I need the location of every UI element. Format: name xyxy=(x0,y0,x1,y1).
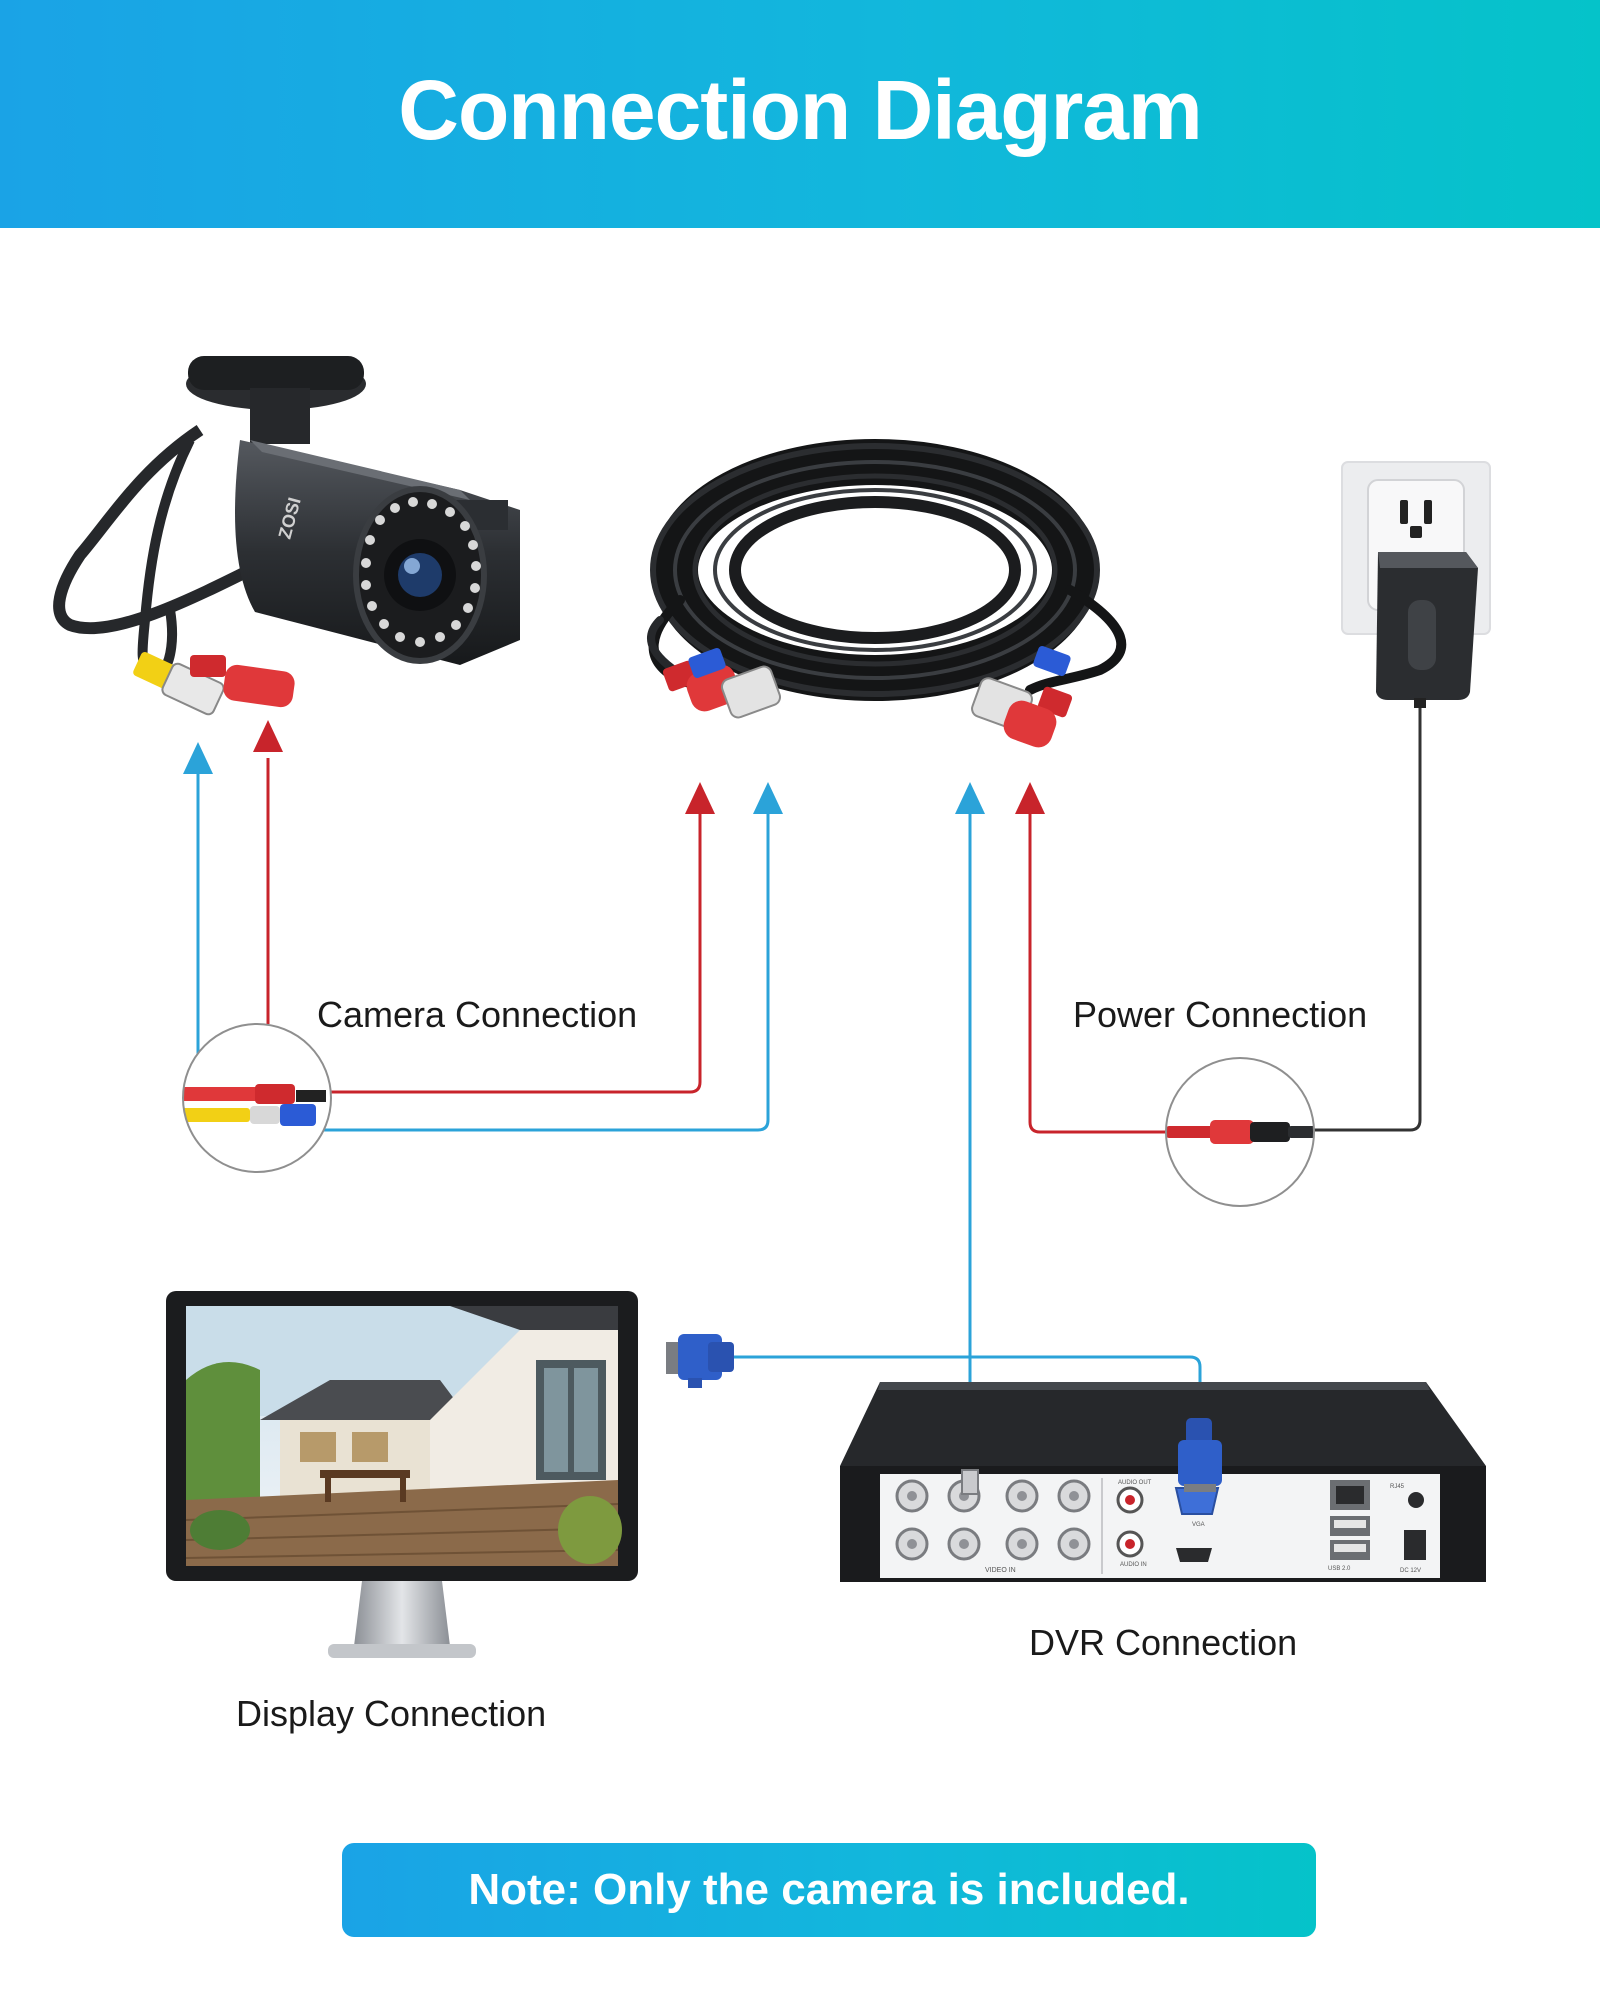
note-text: Note: Only the camera is included. xyxy=(468,1865,1190,1914)
red-arrow-icon xyxy=(685,782,715,814)
cable-to-dvr-wires xyxy=(955,782,985,1492)
bullet-camera: ZOSI xyxy=(53,356,520,716)
bnc-cable-coil xyxy=(647,439,1127,705)
vga-plug-dvr xyxy=(1178,1418,1222,1492)
port-label-video-in: VIDEO IN xyxy=(985,1567,1016,1574)
cable-right-connectors xyxy=(971,645,1073,748)
monitor xyxy=(166,1291,638,1658)
bnc-plug-dvr xyxy=(961,1469,979,1495)
power-wires xyxy=(1015,702,1422,1134)
blue-arrow-icon xyxy=(955,782,985,814)
port-label-audio-out: AUDIO OUT xyxy=(1118,1480,1152,1486)
port-label-usb: USB 2.0 xyxy=(1328,1566,1351,1572)
header-banner: Connection Diagram xyxy=(0,0,1600,228)
cable-left-connectors xyxy=(662,647,782,719)
camera-to-cable-wires xyxy=(183,720,783,1132)
note-banner: Note: Only the camera is included. xyxy=(342,1843,1316,1937)
red-arrow-icon xyxy=(253,720,283,752)
label-dvr-connection: DVR Connection xyxy=(1029,1622,1298,1663)
red-arrow-icon xyxy=(1015,782,1045,814)
dvr-recorder: VIDEO IN AUDIO OUT AUDIO IN VGA RJ45 USB… xyxy=(840,1382,1486,1582)
camera-connector-magnifier xyxy=(182,1023,332,1173)
vga-plug-monitor xyxy=(666,1334,734,1388)
label-display-connection: Display Connection xyxy=(236,1693,547,1734)
blue-arrow-icon xyxy=(183,742,213,774)
blue-arrow-icon xyxy=(753,782,783,814)
power-connector-magnifier xyxy=(1165,1057,1315,1207)
power-adapter xyxy=(1376,552,1478,708)
page-title: Connection Diagram xyxy=(398,63,1202,157)
port-label-rj45: RJ45 xyxy=(1390,1484,1405,1490)
label-power-connection: Power Connection xyxy=(1073,994,1368,1035)
label-camera-connection: Camera Connection xyxy=(317,994,638,1035)
vga-wire xyxy=(725,1355,1202,1430)
port-label-audio-in: AUDIO IN xyxy=(1120,1562,1147,1568)
port-label-dc: DC 12V xyxy=(1400,1568,1421,1574)
port-label-vga: VGA xyxy=(1192,1522,1205,1528)
